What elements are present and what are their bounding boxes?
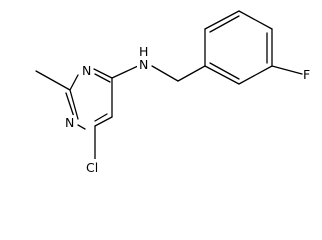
n3-bg [64, 115, 76, 129]
structure-canvas: N N N H Cl F [35, 10, 313, 175]
bond-n3-c2-double [65, 92, 75, 118]
n1-bg [81, 63, 93, 77]
bond-ar6 [204, 65, 240, 85]
bond-ar3 [238, 10, 273, 30]
bond-ar5 [238, 65, 273, 85]
atom-nh: N [139, 57, 148, 72]
bond-ar2-double [209, 15, 240, 33]
atom-h: H [139, 44, 148, 59]
nh-bg [137, 53, 150, 83]
bond-c5-c4-double [94, 113, 108, 122]
bond-c2-methyl [35, 70, 71, 91]
bond-n1-c6 [93, 68, 113, 79]
atom-cl: Cl [86, 160, 98, 175]
bond-c5-c4 [94, 116, 113, 127]
atom-n1: N [82, 63, 91, 78]
f-bg [303, 68, 313, 82]
atom-n3: N [65, 115, 74, 130]
bond-ch2-ring [177, 65, 206, 82]
bond-n1-c6-double [94, 73, 111, 83]
bond-c4-n3 [77, 124, 86, 130]
bond-ar-f [271, 65, 303, 75]
molecule-diagram: N N N H Cl F [35, 10, 313, 175]
bond-n3-c2 [69, 89, 79, 120]
cl-bg [86, 159, 106, 174]
bond-ar2 [204, 10, 240, 30]
bond-c6-nh [111, 65, 139, 79]
bond-c2-n1 [69, 74, 79, 91]
bond-ar6-double [209, 62, 240, 80]
atom-f: F [303, 67, 310, 82]
bond-nh-ch2 [151, 65, 179, 82]
